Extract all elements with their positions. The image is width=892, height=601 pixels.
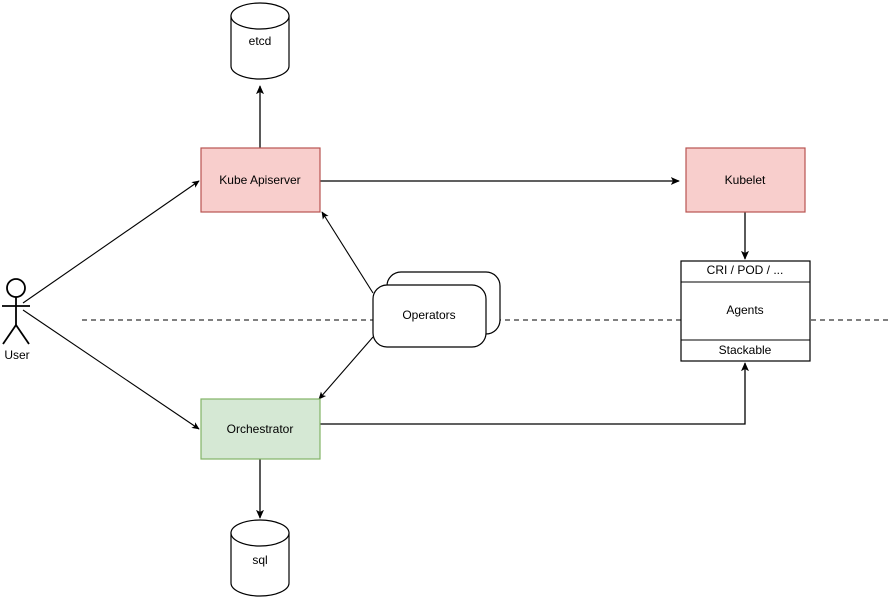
node-user-label: User [4,348,29,362]
edge-operators-to-orchestrator [318,336,374,400]
node-operators-label: Operators [402,308,455,322]
edge-user-to-orchestrator [22,309,200,430]
node-user[interactable]: User [2,278,30,362]
node-operators[interactable]: Operators [372,271,501,348]
edge-orchestrator-to-stackable [320,362,750,425]
node-kubelet-label: Kubelet [725,173,766,187]
node-kubelet[interactable]: Kubelet [685,147,806,213]
node-etcd-label: etcd [249,34,272,48]
edge-operators-to-apiserver [321,211,374,294]
node-agents-footer-label: Stackable [719,343,772,357]
node-agents-header-label: CRI / POD / ... [707,263,784,277]
node-agents-body-label: Agents [726,303,763,317]
node-orchestrator-label: Orchestrator [227,422,294,436]
node-orchestrator[interactable]: Orchestrator [200,398,321,460]
node-sql[interactable]: sql [230,519,290,597]
node-kube-apiserver[interactable]: Kube Apiserver [200,147,321,213]
edge-user-to-apiserver [22,180,200,304]
node-agents[interactable]: CRI / POD / ... Agents Stackable [680,260,811,362]
node-sql-label: sql [252,553,267,567]
node-etcd[interactable]: etcd [230,2,290,80]
operators-front-card [372,284,487,348]
node-kube-apiserver-label: Kube Apiserver [219,173,300,187]
